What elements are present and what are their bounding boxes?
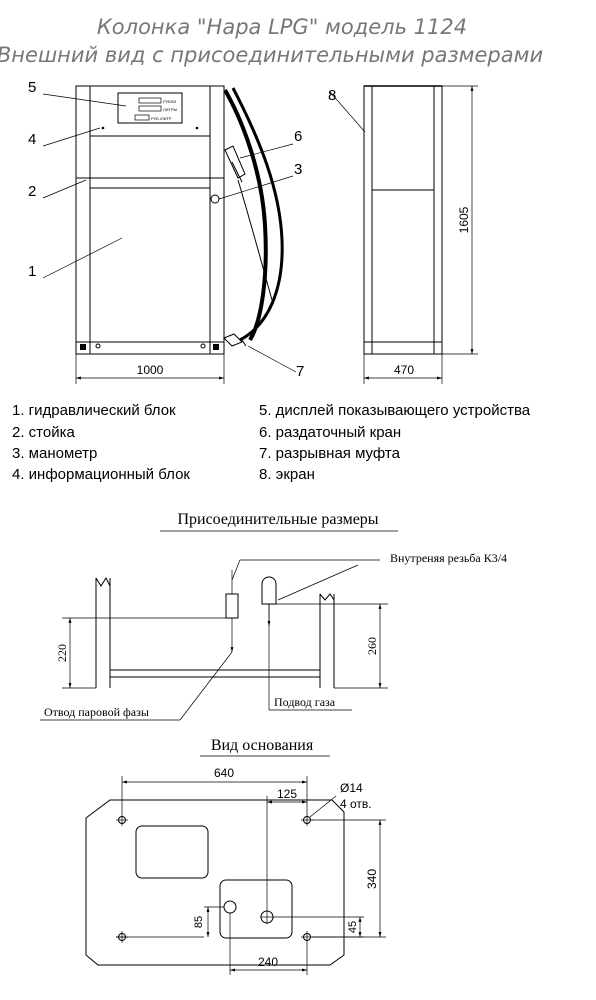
dim-width: 1000 (137, 363, 164, 377)
manometer (210, 194, 220, 204)
dim-640: 640 (214, 766, 234, 780)
callout-5: 5 (28, 79, 36, 96)
legend: 1. гидравлический блок 2. стойка 3. мано… (12, 402, 531, 483)
dim-85: 85 (193, 916, 205, 928)
dim-240: 240 (258, 955, 278, 969)
callout-3: 3 (294, 161, 302, 178)
legend-item-8: 8. экран (259, 466, 315, 483)
callout-7: 7 (296, 363, 304, 380)
callout-1: 1 (28, 263, 36, 280)
dim-125: 125 (277, 787, 297, 801)
base-title: Вид основания (211, 737, 314, 754)
base-view: Вид основания 640 125 (85, 737, 386, 975)
callout-6: 6 (294, 128, 302, 145)
vapor-outlet-label: Отвод паровой фазы (44, 705, 149, 719)
legend-item-4: 4. информационный блок (12, 466, 190, 483)
breakaway-coupling (223, 333, 243, 347)
dispensing-nozzle (224, 145, 246, 179)
dim-340: 340 (365, 869, 379, 889)
dim-height: 1605 (457, 206, 471, 233)
dim-45: 45 (347, 921, 359, 933)
callout-2: 2 (28, 183, 36, 200)
dispenser-front-view: РУБЛИ ЛИТРЫ РУБ./ЛИТР 5 4 2 1 6 3 7 8 (28, 79, 366, 384)
dim-220: 220 (55, 644, 69, 662)
thread-label: Внутреняя резьба К3/4 (390, 551, 507, 565)
connections-title: Присоединительные размеры (177, 511, 378, 528)
dim-depth: 470 (394, 363, 414, 377)
hole-count: 4 отв. (340, 797, 372, 811)
hose-inner (231, 87, 284, 342)
legend-item-1: 1. гидравлический блок (12, 402, 176, 419)
dispenser-side-view: 1605 470 (363, 85, 478, 384)
legend-item-7: 7. разрывная муфта (259, 445, 401, 462)
display-label-rub: РУБЛИ (163, 99, 176, 104)
gas-inlet-label: Подвод газа (274, 695, 336, 709)
legend-item-6: 6. раздаточный кран (259, 424, 401, 441)
vapor-port (223, 900, 237, 914)
legend-item-3: 3. манометр (12, 445, 97, 462)
display-label-litr: ЛИТРЫ (163, 107, 178, 112)
callout-8: 8 (328, 87, 336, 104)
legend-item-2: 2. стойка (12, 424, 75, 441)
display-label-price: РУБ./ЛИТР (151, 116, 172, 121)
title-line1: Колонка "Нара LPG" модель 1124 (97, 15, 467, 39)
title-line2: Внешний вид с присоединительными размера… (0, 43, 543, 67)
dim-260: 260 (365, 637, 379, 655)
hole-diameter: Ø14 (340, 781, 363, 795)
display-panel (117, 92, 183, 124)
connection-dimensions: Присоединительные размеры Внутреняя резь… (40, 511, 507, 721)
hose-outer (223, 89, 268, 342)
legend-item-5: 5. дисплей показывающего устройства (259, 402, 531, 419)
callout-4: 4 (28, 131, 36, 148)
